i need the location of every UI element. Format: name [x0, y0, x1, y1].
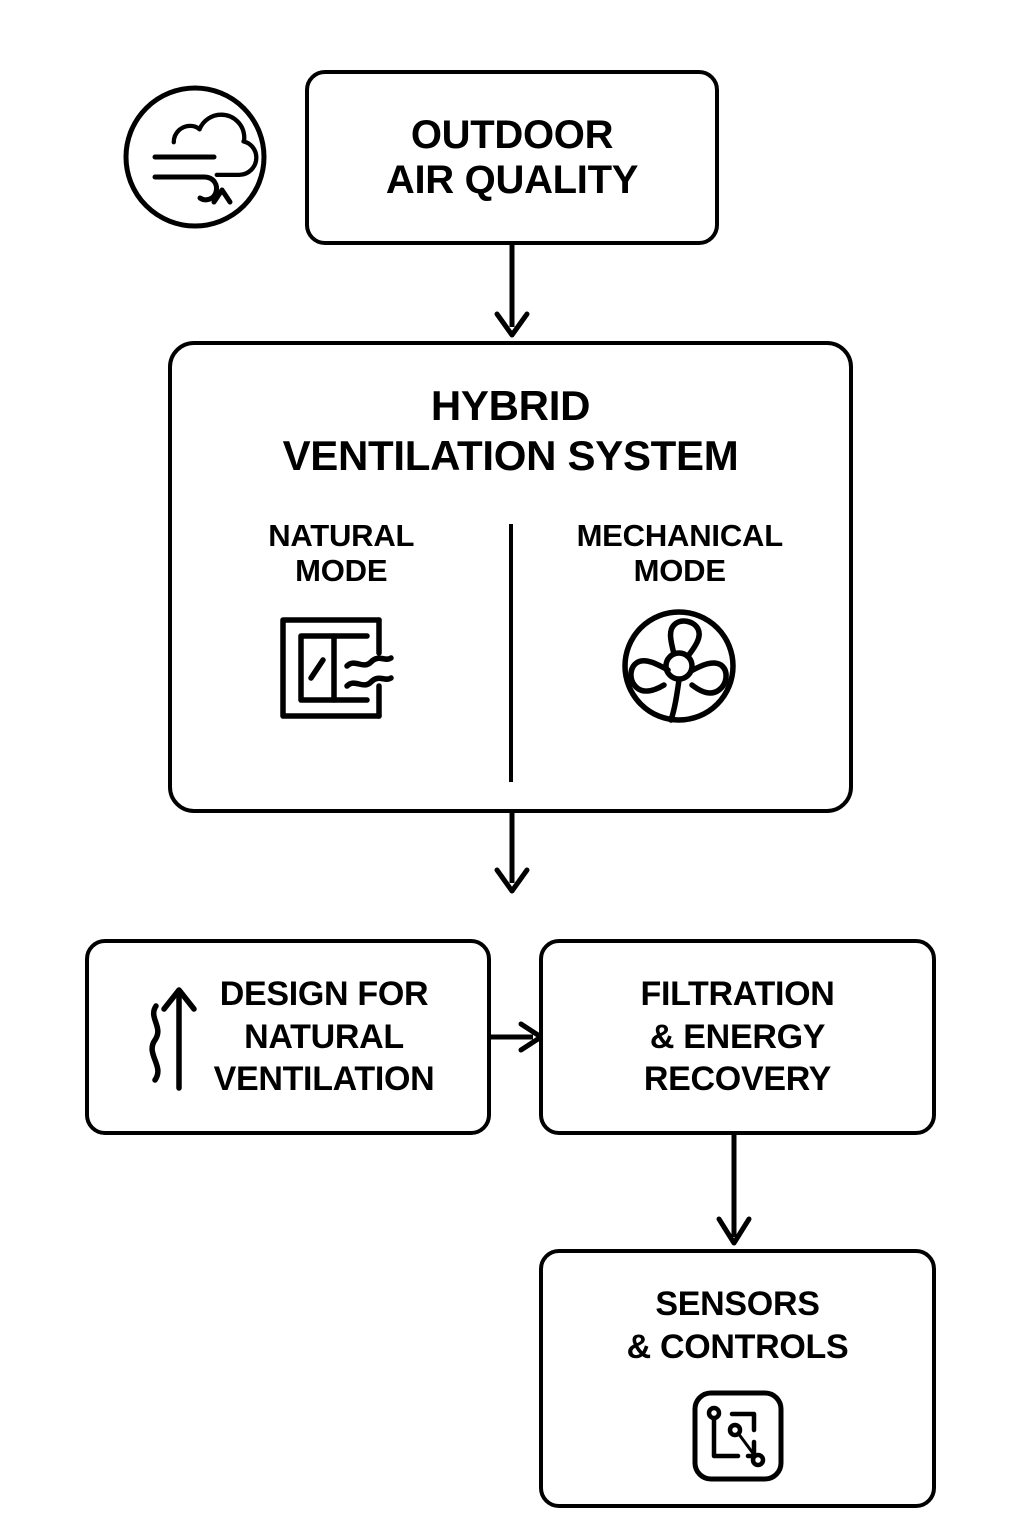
wind-cloud-icon: [122, 84, 268, 230]
connector-hybrid-to-design: [478, 811, 546, 928]
connector-outdoor-to-hybrid: [478, 243, 546, 348]
mode-natural-label: NATURAL MODE: [268, 518, 415, 589]
node-sensors-controls-label: SENSORS & CONTROLS: [626, 1285, 849, 1366]
sensor-circuit-icon: [692, 1390, 784, 1487]
connector-filtration-to-sensors: [700, 1133, 768, 1258]
node-design-for-natural-ventilation-label: DESIGN FOR NATURAL VENTILATION: [213, 975, 435, 1099]
mode-mechanical[interactable]: MECHANICAL MODE: [511, 518, 850, 809]
node-filtration-energy-recovery[interactable]: FILTRATION & ENERGY RECOVERY: [539, 939, 936, 1135]
stack-effect-arrow-icon: [142, 976, 200, 1099]
node-outdoor-air-quality-label: OUTDOOR AIR QUALITY: [385, 112, 639, 202]
node-sensors-controls[interactable]: SENSORS & CONTROLS: [539, 1249, 936, 1508]
node-outdoor-air-quality[interactable]: OUTDOOR AIR QUALITY: [305, 70, 719, 245]
mode-natural[interactable]: NATURAL MODE: [172, 518, 511, 809]
open-window-airflow-icon: [271, 608, 411, 733]
mode-mechanical-label: MECHANICAL MODE: [576, 518, 784, 589]
node-design-for-natural-ventilation[interactable]: DESIGN FOR NATURAL VENTILATION: [85, 939, 491, 1135]
node-hybrid-ventilation-system-label: HYBRID VENTILATION SYSTEM: [282, 382, 739, 479]
mode-divider: [508, 524, 513, 783]
fan-icon: [617, 608, 742, 735]
node-hybrid-ventilation-system[interactable]: HYBRID VENTILATION SYSTEM NATURAL MODE: [168, 341, 853, 813]
hybrid-modes-row: NATURAL MODE MECHANICAL MODE: [172, 518, 849, 809]
node-filtration-energy-recovery-label: FILTRATION & ENERGY RECOVERY: [640, 975, 835, 1099]
